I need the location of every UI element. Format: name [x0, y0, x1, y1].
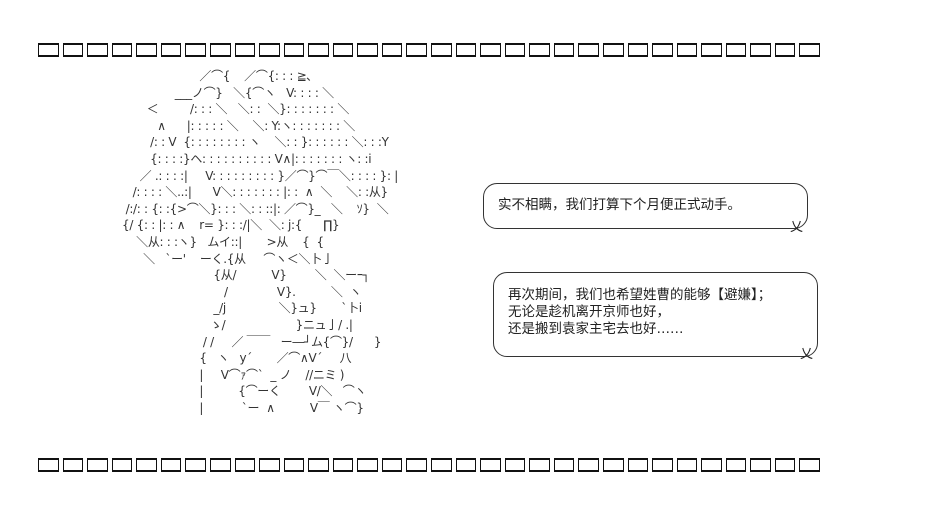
- art-line: / V}. ＼ ヽ: [108, 284, 362, 299]
- border-box: [750, 43, 771, 57]
- border-box: [578, 458, 599, 472]
- art-line: ＼从: : :ヽ} ムイ::| >从 { {: [108, 234, 324, 249]
- border-box: [38, 458, 59, 472]
- border-box: [357, 43, 378, 57]
- border-box: [750, 458, 771, 472]
- border-box: [578, 43, 599, 57]
- ascii-art-figure: ／⌒{ ／⌒{: : : ≧､ ___ノ⌒} ＼{⌒ヽ V: : : : ＼ ＜…: [108, 68, 398, 416]
- border-box: [406, 43, 427, 57]
- border-box: [136, 43, 157, 57]
- art-line: ゝ/ }ニュ亅/ .|: [108, 317, 353, 332]
- art-line: _/j ＼}ュ} `卜i: [108, 301, 362, 316]
- bubble-text-line: 实不相瞒，我们打算下个月便正式动手。: [498, 197, 741, 213]
- border-box: [529, 458, 550, 472]
- bottom-border-bar: [38, 458, 824, 472]
- border-box: [332, 458, 354, 472]
- border-box: [308, 458, 329, 472]
- art-line: ／⌒{ ／⌒{: : : ≧､: [108, 69, 313, 83]
- border-box: [676, 43, 698, 57]
- art-line: {从/ V} ＼ ＼ーｰ┐: [108, 268, 370, 283]
- border-box: [87, 458, 108, 472]
- border-box: [62, 43, 84, 57]
- art-line: ／ .: : : :| V: : : : : : : : : }／⌒}⌒￣＼: …: [108, 168, 399, 183]
- bubble-text-line: 再次期间，我们也希望姓曹的能够【避嫌】；: [508, 287, 772, 303]
- art-line: /: : V {: : : : : : : : ヽ ＼: : }: : : : …: [108, 135, 389, 150]
- border-box: [553, 43, 575, 57]
- border-box: [652, 458, 673, 472]
- art-line: | `ー ∧ V￣ ヽ⌒}: [108, 400, 364, 415]
- art-line: | {⌒ーく V/＼ ⌒ヽ: [108, 384, 367, 399]
- border-box: [283, 458, 305, 472]
- border-box: [725, 43, 747, 57]
- border-box: [627, 458, 649, 472]
- border-box: [259, 458, 280, 472]
- border-box: [185, 458, 206, 472]
- speech-bubble-2: 再次期间，我们也希望姓曹的能够【避嫌】； 无论是趁机离开京师也好， 还是搬到袁家…: [493, 272, 818, 357]
- border-box: [602, 43, 624, 57]
- border-box: [774, 458, 796, 472]
- border-box: [332, 43, 354, 57]
- border-box: [652, 43, 673, 57]
- art-line: ＜ /: : : ＼ ＼: : ＼}: : : : : : : ＼: [108, 102, 350, 117]
- border-box: [283, 43, 305, 57]
- border-box: [136, 458, 157, 472]
- top-border-bar: [38, 43, 824, 57]
- bubble-tail-icon: 乂: [790, 220, 804, 235]
- border-box: [209, 43, 231, 57]
- art-line: /: : : : ＼..:| V＼: : : : : : : |: : ∧ ＼ …: [108, 185, 389, 200]
- border-box: [455, 43, 477, 57]
- art-line: / / ／ ￣￣ ー―┘ム{⌒}/ }: [108, 334, 382, 349]
- art-line: ___ノ⌒} ＼{⌒ヽ V: : : : ＼: [108, 85, 334, 100]
- border-box: [627, 43, 649, 57]
- border-box: [381, 43, 403, 57]
- border-box: [431, 43, 452, 57]
- border-box: [209, 458, 231, 472]
- border-box: [381, 458, 403, 472]
- art-line: {/ {: : |: : ∧ r= }: : :/|＼ ＼: j:{ ∏}: [108, 218, 340, 233]
- border-box: [529, 43, 550, 57]
- border-box: [799, 43, 820, 57]
- border-box: [504, 458, 526, 472]
- border-box: [308, 43, 329, 57]
- art-line: ∧ |: : : : : ＼ ＼: Y:ヽ: : : : : : : ＼: [108, 118, 355, 133]
- art-line: ＼ `ー' ーく.{从 ⌒ヽ＜＼卜亅: [108, 251, 334, 266]
- speech-bubble-1: 实不相瞒，我们打算下个月便正式动手。: [483, 183, 808, 229]
- border-box: [553, 458, 575, 472]
- border-box: [185, 43, 206, 57]
- border-box: [87, 43, 108, 57]
- border-box: [234, 43, 256, 57]
- border-box: [701, 43, 722, 57]
- bubble-text-line: 无论是趁机离开京师也好，: [508, 304, 670, 320]
- bubble-text-line: 还是搬到袁家主宅去也好……: [508, 321, 684, 337]
- border-box: [676, 458, 698, 472]
- border-box: [357, 458, 378, 472]
- border-box: [480, 458, 501, 472]
- art-line: {: : : :}ヘ: : : : : : : : : : V∧|: : : :…: [108, 151, 372, 166]
- border-box: [62, 458, 84, 472]
- border-box: [480, 43, 501, 57]
- border-box: [406, 458, 427, 472]
- border-box: [111, 458, 133, 472]
- border-box: [504, 43, 526, 57]
- border-box: [160, 43, 182, 57]
- border-box: [602, 458, 624, 472]
- border-box: [774, 43, 796, 57]
- art-line: | V⌒ｧ⌒` _ ノ //ニミ ): [108, 367, 345, 382]
- art-line: { ヽ y´ ／⌒∧V´ 八: [108, 351, 352, 366]
- bubble-tail-icon: 乂: [800, 347, 814, 362]
- border-box: [431, 458, 452, 472]
- border-box: [701, 458, 722, 472]
- border-box: [160, 458, 182, 472]
- border-box: [259, 43, 280, 57]
- border-box: [799, 458, 820, 472]
- border-box: [111, 43, 133, 57]
- border-box: [234, 458, 256, 472]
- border-box: [725, 458, 747, 472]
- border-box: [455, 458, 477, 472]
- art-line: /:/: : {: :{>⌒＼}: : : ＼: : ::|: ／⌒}_ ＼ ｿ…: [108, 201, 389, 216]
- border-box: [38, 43, 59, 57]
